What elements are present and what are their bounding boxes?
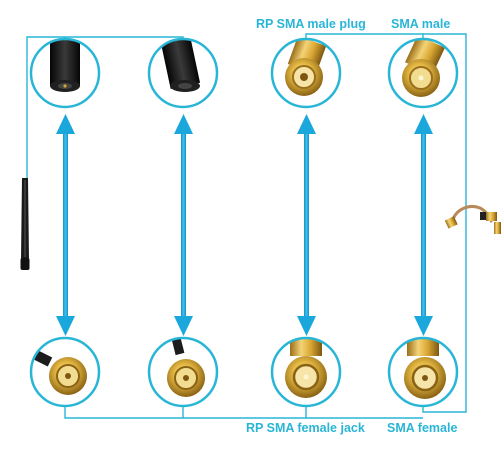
top-link-left-2	[65, 36, 184, 39]
double-arrows	[56, 114, 433, 336]
black-cap-connector-icon	[147, 37, 219, 109]
gold-female-jack-icon	[147, 336, 219, 408]
label-rp-sma-female-jack: RP SMA female jack	[246, 421, 365, 435]
label-sma-male: SMA male	[391, 17, 451, 31]
gold-female-jack-icon	[387, 336, 459, 408]
black-cap-connector-icon	[29, 37, 101, 109]
top-link-right	[305, 33, 424, 39]
right-vertical	[422, 33, 467, 413]
gold-male-plug-icon	[270, 37, 342, 109]
arrow-1	[56, 114, 75, 336]
bottom-link-right	[183, 406, 307, 419]
gold-female-jack-icon	[29, 336, 101, 408]
arrow-2	[174, 114, 193, 336]
antenna-icon	[20, 178, 30, 270]
gold-male-plug-icon	[387, 37, 459, 109]
bottom-link-left	[64, 406, 184, 419]
label-sma-female: SMA female	[387, 421, 458, 435]
connector-lines	[26, 33, 467, 419]
gold-female-jack-icon	[270, 336, 342, 408]
arrow-4	[414, 114, 433, 336]
arrow-3	[297, 114, 316, 336]
label-rp-sma-male-plug: RP SMA male plug	[256, 17, 366, 31]
pigtail-cable-icon	[444, 205, 501, 234]
